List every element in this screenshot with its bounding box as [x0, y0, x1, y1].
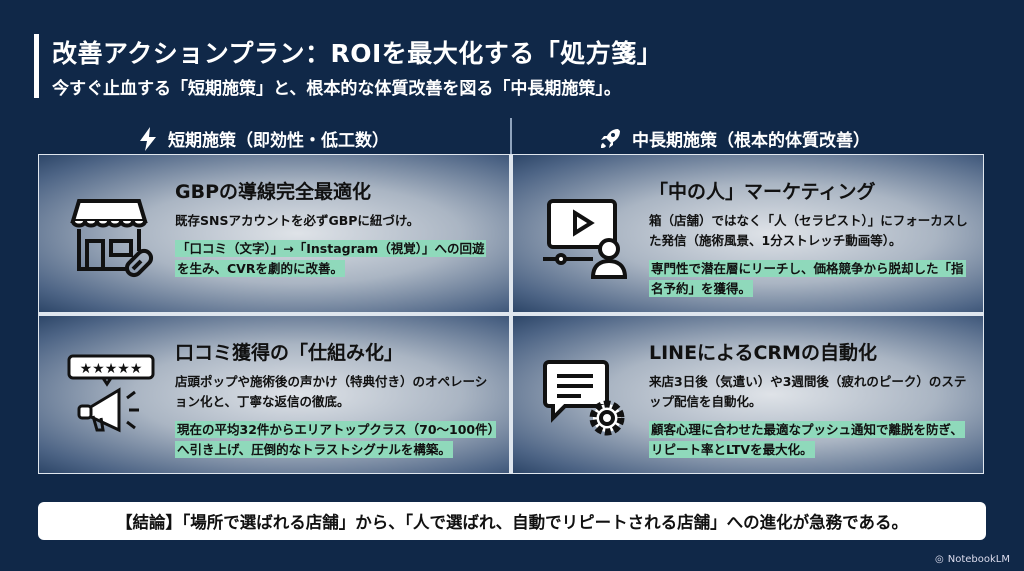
action-grid: GBPの導線完全最適化 既存SNSアカウントを必ずGBPに紐づけ。「口コミ（文字… — [38, 154, 984, 474]
page-subtitle: 今すぐ止血する「短期施策」と、根本的な体質改善を図る「中長期施策」。 — [52, 79, 621, 99]
card-title: 「中の人」マーケティング — [649, 181, 876, 203]
title-accent-bar — [34, 34, 39, 98]
card-text: 来店3日後（気遣い）や3週間後（疲れのピーク）のステップ配信を自動化。 — [649, 374, 967, 409]
card-staff-marketing: 「中の人」マーケティング 箱（店舗）ではなく「人（セラピスト）」にフォーカスした… — [513, 155, 983, 312]
column-divider — [510, 118, 512, 154]
rocket-icon — [601, 128, 620, 148]
conclusion-banner: 【結論】「場所で選ばれる店舗」から、「人で選ばれ、自動でリピートされる店舗」への… — [38, 502, 986, 540]
page-title: 改善アクションプラン：ROIを最大化する「処方箋」 — [52, 39, 663, 68]
storefront-link-icon — [70, 199, 154, 278]
card-highlight: 現在の平均32件からエリアトップクラス（70〜100件）へ引き上げ、圧倒的なトラ… — [175, 421, 496, 458]
card-line-crm: LINEによるCRMの自動化 来店3日後（気遣い）や3週間後（疲れのピーク）のス… — [513, 316, 983, 473]
five-stars: ★★★★★ — [80, 361, 143, 377]
megaphone-stars-icon: ★★★★★ — [67, 354, 155, 433]
card-title: LINEによるCRMの自動化 — [649, 342, 877, 364]
card-text: 既存SNSアカウントを必ずGBPに紐づけ。 — [175, 213, 420, 228]
card-gbp-optimization: GBPの導線完全最適化 既存SNSアカウントを必ずGBPに紐づけ。「口コミ（文字… — [39, 155, 509, 312]
column-label: 中長期施策（根本的体質改善） — [632, 131, 870, 151]
card-review-system: ★★★★★ 口コミ獲得の「仕組み化」 店頭ポップや施術後の声かけ（特典付き）のオ… — [39, 316, 509, 473]
card-text: 箱（店舗）ではなく「人（セラピスト）」にフォーカスした発信（施術風景、1分ストレ… — [649, 213, 968, 248]
card-text: 店頭ポップや施術後の声かけ（特典付き）のオペレーション化と、丁寧な返信の徹底。 — [175, 374, 488, 409]
column-label: 短期施策（即効性・低工数） — [168, 131, 389, 151]
card-title: GBPの導線完全最適化 — [175, 181, 372, 203]
column-header-short-term: 短期施策（即効性・低工数） — [138, 126, 389, 151]
card-title: 口コミ獲得の「仕組み化」 — [175, 342, 404, 364]
notebooklm-watermark: ◎NotebookLM — [935, 554, 1010, 565]
lightning-icon — [140, 126, 156, 151]
watermark-label: NotebookLM — [947, 554, 1010, 565]
chat-gear-icon — [543, 360, 625, 436]
card-highlight: 専門性で潜在層にリーチし、価格競争から脱却した「指名予約」を獲得。 — [649, 260, 966, 297]
video-person-icon — [543, 199, 628, 279]
card-highlight: 顧客心理に合わせた最適なプッシュ通知で離脱を防ぎ、リピート率とLTVを最大化。 — [649, 421, 965, 458]
card-highlight: 「口コミ（文字）」→「Instagram（視覚）」への回遊を生み、CVRを劇的に… — [175, 240, 487, 277]
column-header-long-term: 中長期施策（根本的体質改善） — [598, 126, 870, 151]
notebooklm-logo-icon: ◎ — [935, 554, 944, 565]
